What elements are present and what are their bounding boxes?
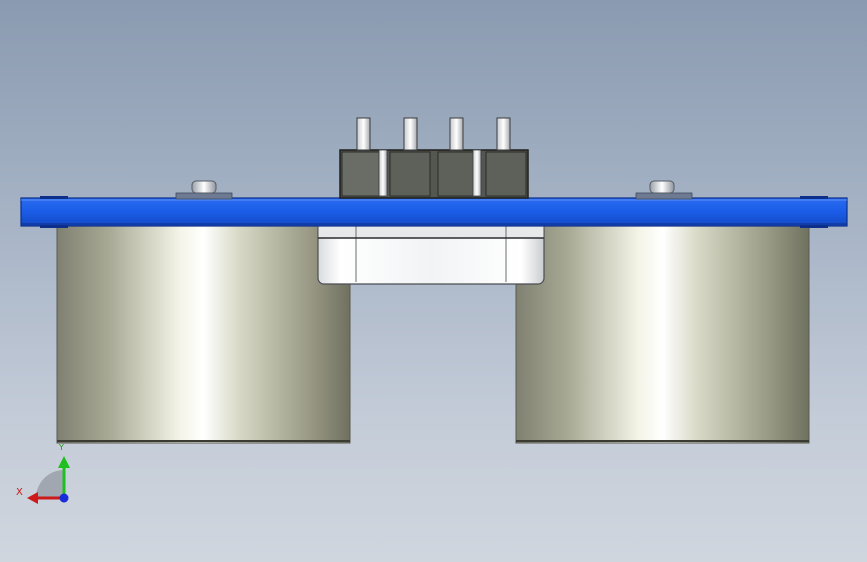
header-pin-4 bbox=[496, 117, 511, 151]
crystal-oscillator[interactable] bbox=[317, 223, 545, 285]
x-axis-label: X bbox=[16, 487, 23, 498]
orientation-triad[interactable] bbox=[27, 456, 70, 504]
header-pin-3 bbox=[449, 117, 482, 197]
header-pin-2 bbox=[403, 117, 418, 151]
pcb-board[interactable] bbox=[20, 196, 848, 228]
pin-header[interactable] bbox=[339, 117, 529, 199]
right-screw[interactable] bbox=[635, 180, 693, 200]
header-pin-1 bbox=[356, 117, 388, 197]
left-screw[interactable] bbox=[175, 180, 233, 200]
left-transducer[interactable] bbox=[56, 225, 351, 444]
right-transducer[interactable] bbox=[515, 225, 810, 444]
y-axis-label: Y bbox=[59, 443, 64, 452]
